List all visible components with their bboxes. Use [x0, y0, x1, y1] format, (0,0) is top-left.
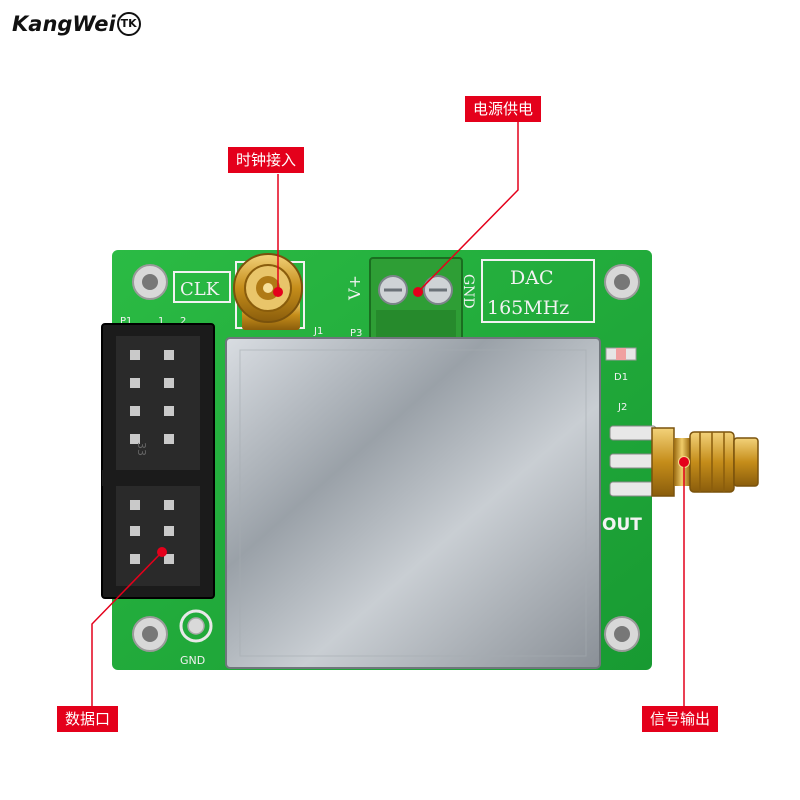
out-label: OUT — [602, 515, 642, 535]
j2-label: J2 — [617, 402, 627, 413]
callout-dots — [157, 287, 689, 557]
output-pads — [609, 425, 657, 497]
mounting-hole-bottom-left — [132, 616, 168, 652]
dac-label-box — [481, 259, 595, 323]
callout-leaders — [91, 114, 685, 706]
pin1-label: 1 — [158, 316, 164, 327]
metal-shield-can — [225, 337, 601, 669]
vplus-label: V+ — [345, 275, 364, 301]
dac-label-line1: DAC — [510, 267, 554, 289]
callout-power-supply: 电源供电 — [465, 96, 542, 122]
output-sma-connector-icon — [651, 427, 759, 497]
led-d1 — [605, 347, 637, 361]
pin2-label: 2 — [180, 316, 186, 327]
pin33-label: 33 — [135, 442, 148, 456]
callout-signal-output: 信号输出 — [642, 706, 719, 732]
terminal-block-icon — [369, 257, 463, 341]
clk-label: CLK — [180, 279, 220, 300]
clk-label-box — [173, 271, 231, 303]
p3-label: P3 — [350, 328, 362, 339]
gnd-terminal-label: GND — [460, 274, 476, 309]
d1-label: D1 — [614, 372, 628, 383]
sma-connector-icon — [233, 253, 305, 330]
gnd-pad-label: GND — [180, 654, 205, 667]
gnd-test-pad — [179, 609, 213, 643]
j1-label: J1 — [313, 326, 323, 337]
p1-label: P1 — [120, 316, 132, 327]
mounting-hole-bottom-right — [604, 616, 640, 652]
mounting-hole-top-left — [132, 264, 168, 300]
brand-badge: TK — [116, 12, 141, 36]
mounting-hole-top-right — [604, 264, 640, 300]
callout-clock-input: 时钟接入 — [228, 147, 305, 173]
dac-label-line2: 165MHz — [487, 297, 569, 319]
brand-name: KangWei — [12, 12, 116, 36]
callout-data-port: 数据口 — [57, 706, 119, 732]
idc-header-icon — [101, 323, 215, 599]
